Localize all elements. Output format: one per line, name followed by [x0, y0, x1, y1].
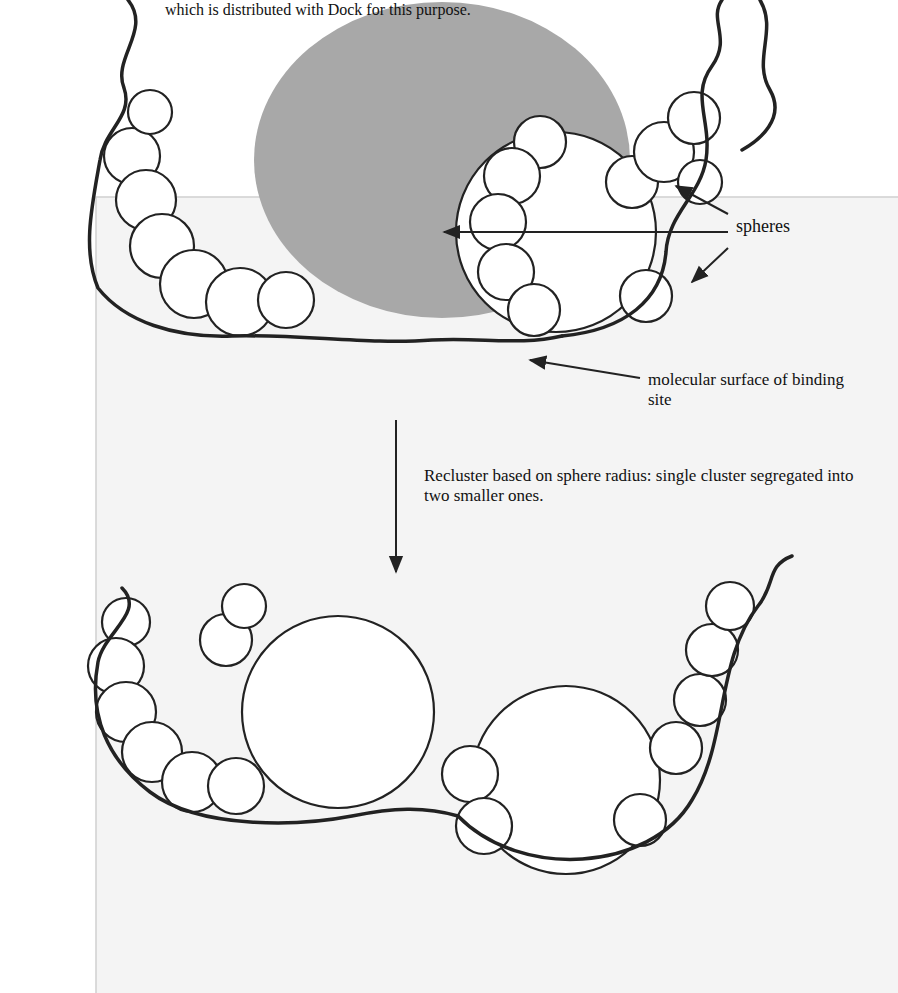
sphere	[650, 722, 702, 774]
sphere	[208, 758, 264, 814]
recluster-note: Recluster based on sphere radius: single…	[424, 466, 864, 507]
sphere	[222, 584, 266, 628]
leader-arrow	[530, 360, 640, 378]
sphere	[258, 272, 314, 328]
sphere	[508, 284, 560, 336]
sphere	[242, 616, 434, 808]
page-text: which is distributed with Dock for this …	[165, 0, 635, 19]
surface-label: molecular surface of binding site	[648, 370, 858, 411]
surface-line	[562, 0, 722, 336]
sphere	[442, 746, 498, 802]
molecular-surface	[89, 0, 792, 859]
sphere	[128, 90, 172, 134]
surface-line	[89, 0, 562, 341]
surface-line	[742, 0, 775, 150]
surface-line	[95, 588, 458, 823]
protocol-panel	[96, 197, 898, 993]
flow-arrow	[395, 420, 397, 572]
sphere	[614, 794, 666, 846]
sphere	[470, 194, 526, 250]
leader-arrow	[444, 231, 728, 233]
spheres-label: spheres	[736, 216, 856, 238]
sphere	[668, 92, 720, 144]
surface-line	[458, 556, 792, 859]
leader-arrow	[676, 186, 728, 214]
leader-arrow	[692, 248, 728, 282]
